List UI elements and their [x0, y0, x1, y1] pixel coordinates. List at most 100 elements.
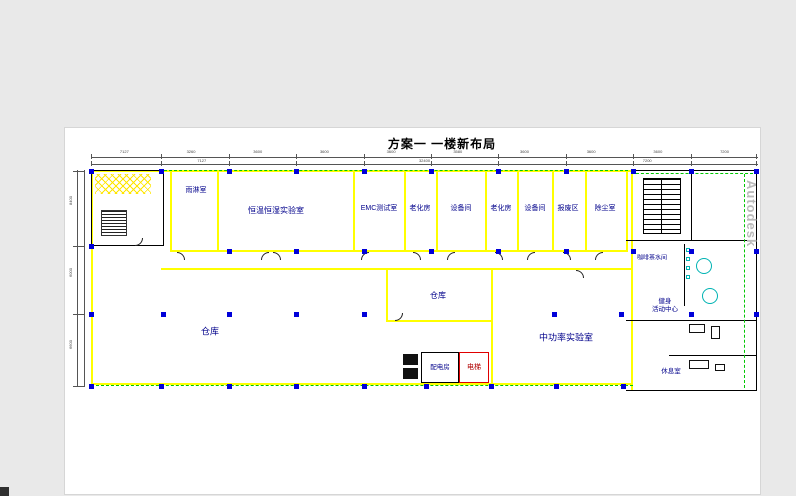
column-marker — [754, 312, 759, 317]
drawing-title: 方案一 一楼新布局 — [387, 137, 497, 151]
room-label-mid-power: 中功率实验室 — [538, 332, 594, 343]
door-arc — [595, 252, 603, 260]
room-label-dust: 除尘室 — [594, 204, 616, 212]
counter-item — [686, 266, 690, 270]
column-marker — [554, 384, 559, 389]
dim-tick — [364, 161, 365, 166]
column-marker — [294, 169, 299, 174]
room-label-rain: 雨淋室 — [185, 186, 207, 194]
wall-segment — [386, 320, 493, 322]
wall-segment — [436, 170, 438, 252]
dim-value-left: 6600 — [67, 340, 73, 349]
transformer-unit — [403, 368, 418, 379]
door-arc — [527, 252, 535, 260]
column-marker — [227, 312, 232, 317]
room-label-climate-lab: 恒温恒湿实验室 — [248, 206, 304, 216]
column-marker — [227, 169, 232, 174]
partition-line — [684, 244, 685, 306]
door-arc — [447, 252, 455, 260]
column-marker — [227, 384, 232, 389]
dimension-line — [91, 157, 758, 158]
entrance-block-outline — [91, 170, 164, 246]
wall-segment — [631, 170, 633, 391]
column-marker — [89, 244, 94, 249]
room-label-warehouse-small: 仓库 — [430, 291, 446, 301]
column-marker — [424, 384, 429, 389]
column-marker — [564, 249, 569, 254]
room-label-pantry: 咖啡茶水间 — [636, 255, 668, 262]
dim-tick — [431, 161, 432, 166]
room-label-power: 配电房 — [430, 364, 450, 372]
door-arc — [576, 270, 584, 278]
dim-tick — [566, 161, 567, 166]
screen-corner-artifact — [0, 487, 9, 496]
partition-line — [669, 355, 757, 356]
wall-segment — [626, 170, 628, 252]
column-marker — [161, 312, 166, 317]
room-label-elevator: 电梯 — [467, 363, 481, 371]
column-marker — [496, 249, 501, 254]
dim-tick — [296, 161, 297, 166]
dim-tick — [161, 161, 162, 166]
wall-segment — [170, 250, 628, 252]
column-marker — [89, 169, 94, 174]
column-marker — [631, 169, 636, 174]
dim-tick — [91, 154, 92, 159]
ramp-hatch — [95, 174, 151, 194]
column-marker — [89, 384, 94, 389]
column-marker — [489, 384, 494, 389]
wall-segment — [404, 170, 406, 252]
dim-tick — [691, 161, 692, 166]
dim-value: 7200 — [720, 149, 729, 154]
gym-equipment — [715, 364, 725, 371]
equipment-hatch — [101, 210, 127, 236]
wall-segment — [517, 170, 519, 252]
dim-tick — [633, 154, 634, 159]
dim-value: 3580 — [453, 149, 463, 154]
room-label-equip1: 设备间 — [450, 204, 472, 212]
column-marker — [227, 249, 232, 254]
column-marker — [362, 312, 367, 317]
dim-tick — [161, 154, 162, 159]
wall-segment — [491, 268, 493, 385]
room-label-equip2: 设备间 — [524, 204, 546, 212]
floor-plan: 雨淋室 恒温恒湿实验室 EMC测试室 老化房 设备间 老化房 设备间 报废区 除… — [65, 128, 762, 496]
column-marker — [89, 312, 94, 317]
column-marker — [689, 312, 694, 317]
column-marker — [429, 249, 434, 254]
door-arc — [413, 252, 421, 260]
wall-segment — [386, 268, 388, 322]
dim-value: 7200 — [642, 158, 652, 163]
dimension-line — [84, 170, 85, 386]
column-marker — [689, 169, 694, 174]
dim-value: 7127 — [197, 158, 207, 163]
column-marker — [429, 169, 434, 174]
dim-tick — [498, 161, 499, 166]
room-label-aging2: 老化房 — [490, 204, 512, 212]
transformer-unit — [403, 354, 418, 365]
column-marker — [496, 169, 501, 174]
dim-tick — [566, 154, 567, 159]
dim-tick — [73, 386, 85, 387]
dim-tick — [756, 154, 757, 159]
column-marker — [294, 249, 299, 254]
dim-tick — [756, 161, 757, 166]
dim-tick — [229, 154, 230, 159]
column-marker — [362, 384, 367, 389]
dim-value: 3600 — [653, 149, 663, 154]
dim-value: 3600 — [319, 149, 329, 154]
column-marker — [621, 384, 626, 389]
drawing-sheet: 方案一 一楼新布局 雨淋室 恒温恒湿实验室 EMC测试室 老化房 设备间 老化房… — [64, 127, 761, 495]
dim-value: 3260 — [186, 149, 196, 154]
stairs — [643, 178, 681, 234]
boundary-dashed — [164, 170, 628, 171]
column-marker — [294, 312, 299, 317]
room-label-lounge: 休息室 — [661, 368, 681, 376]
gym-equipment — [711, 326, 720, 339]
dim-tick — [633, 161, 634, 166]
dim-tick — [691, 154, 692, 159]
dim-tick — [73, 246, 85, 247]
